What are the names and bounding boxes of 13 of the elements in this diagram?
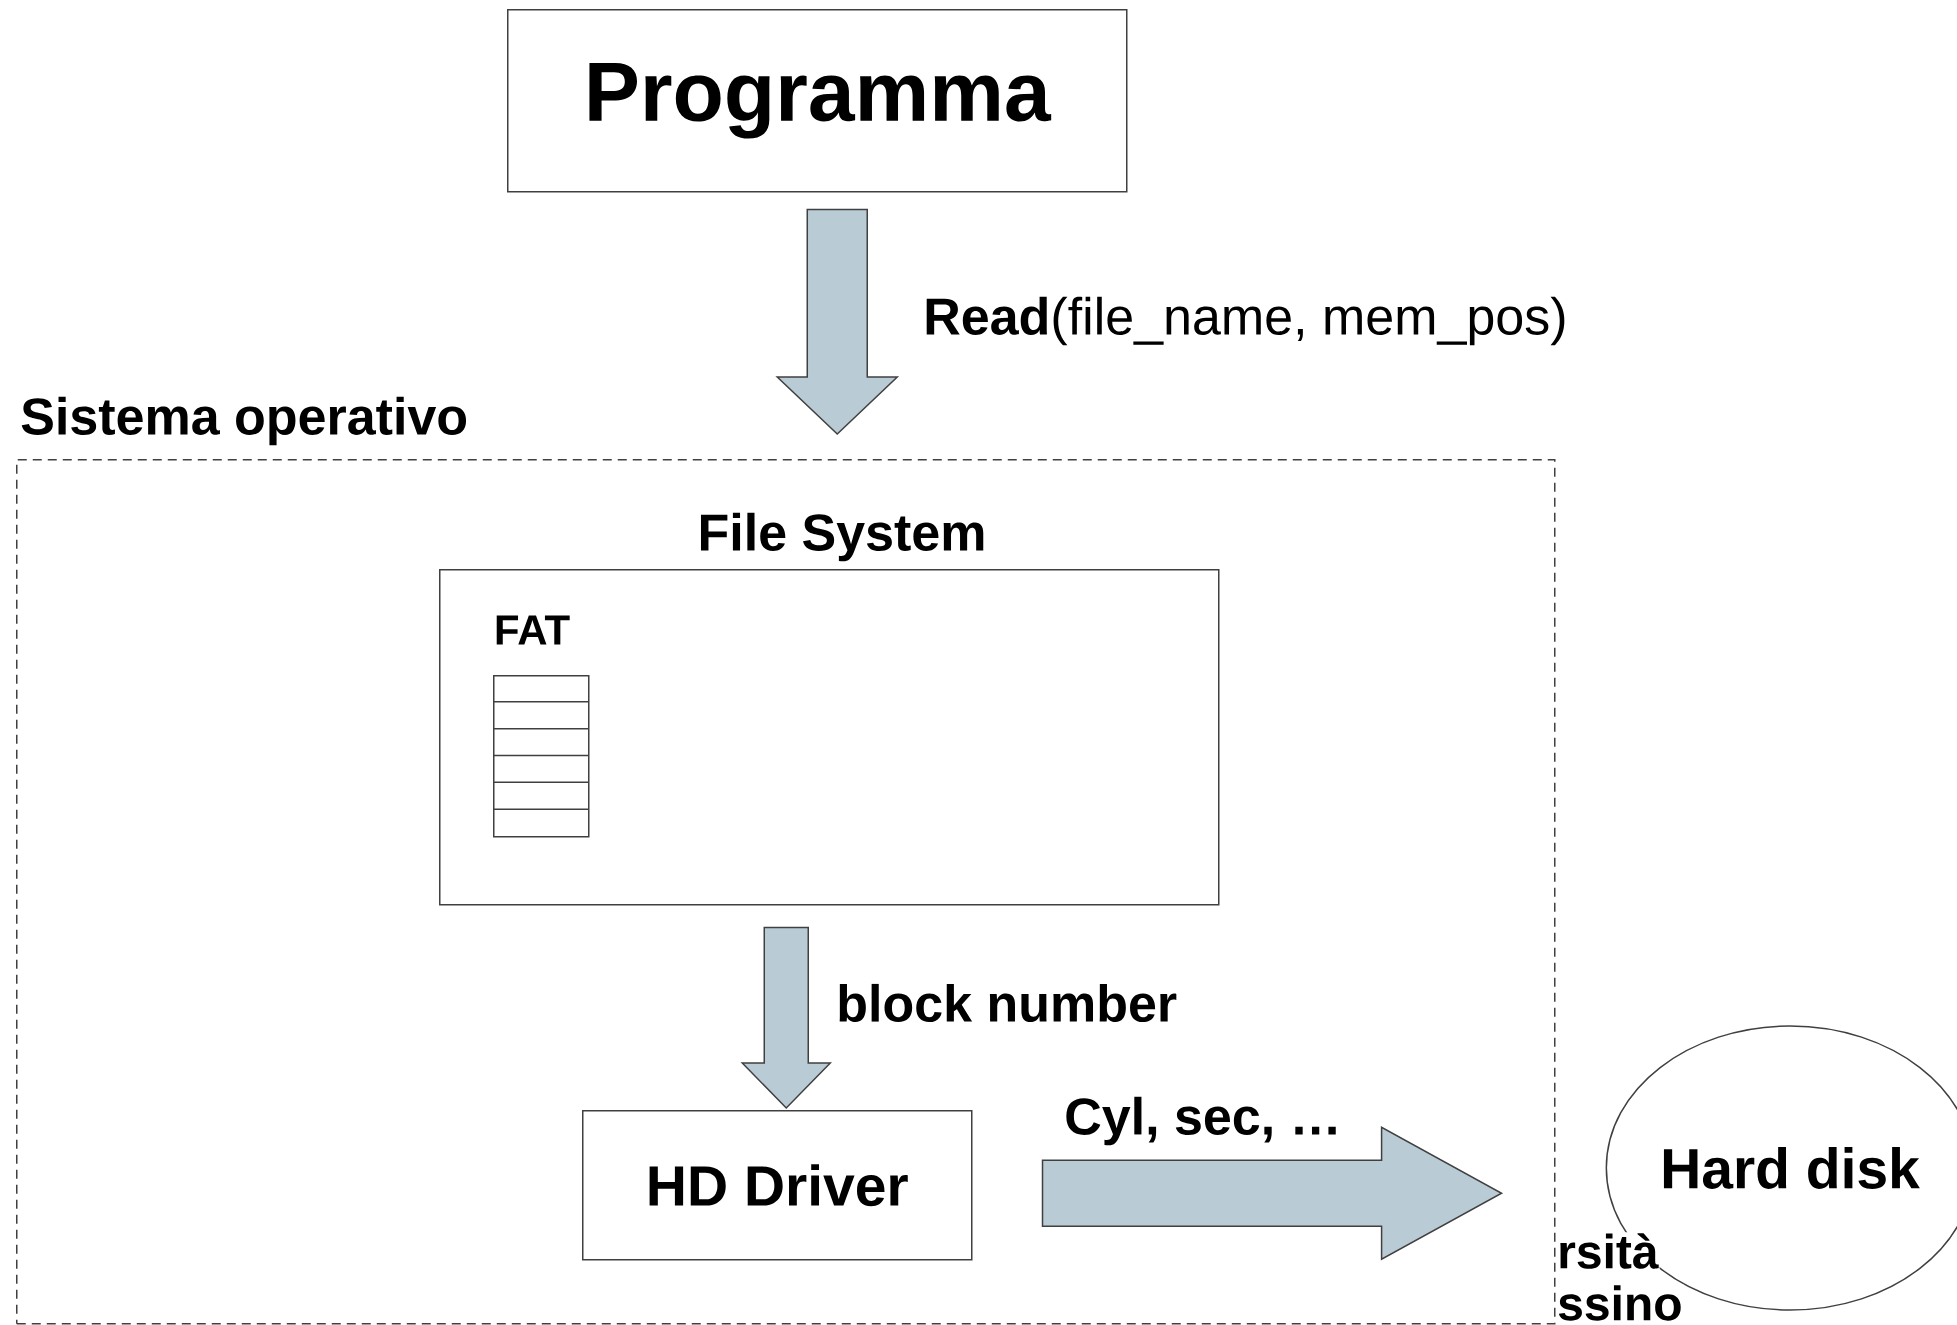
label-text: rsità [1556,1232,1660,1270]
block-arrow [740,926,833,1110]
edge-label: Read(file_name, mem_pos) [921,294,1570,348]
node-label: FAT [496,615,570,645]
block-arrow [1041,1126,1504,1261]
edge-label: block number [834,981,1180,1025]
node-label: File System [700,512,984,562]
edge-label: Cyl, sec, … [1062,1094,1344,1148]
process-box: HD Driver [582,1110,973,1261]
table-drawing: FAT [492,615,590,838]
process-box: Programma [507,9,1128,193]
block-arrow [775,208,900,436]
node-label: Sistema operativo [21,396,467,446]
